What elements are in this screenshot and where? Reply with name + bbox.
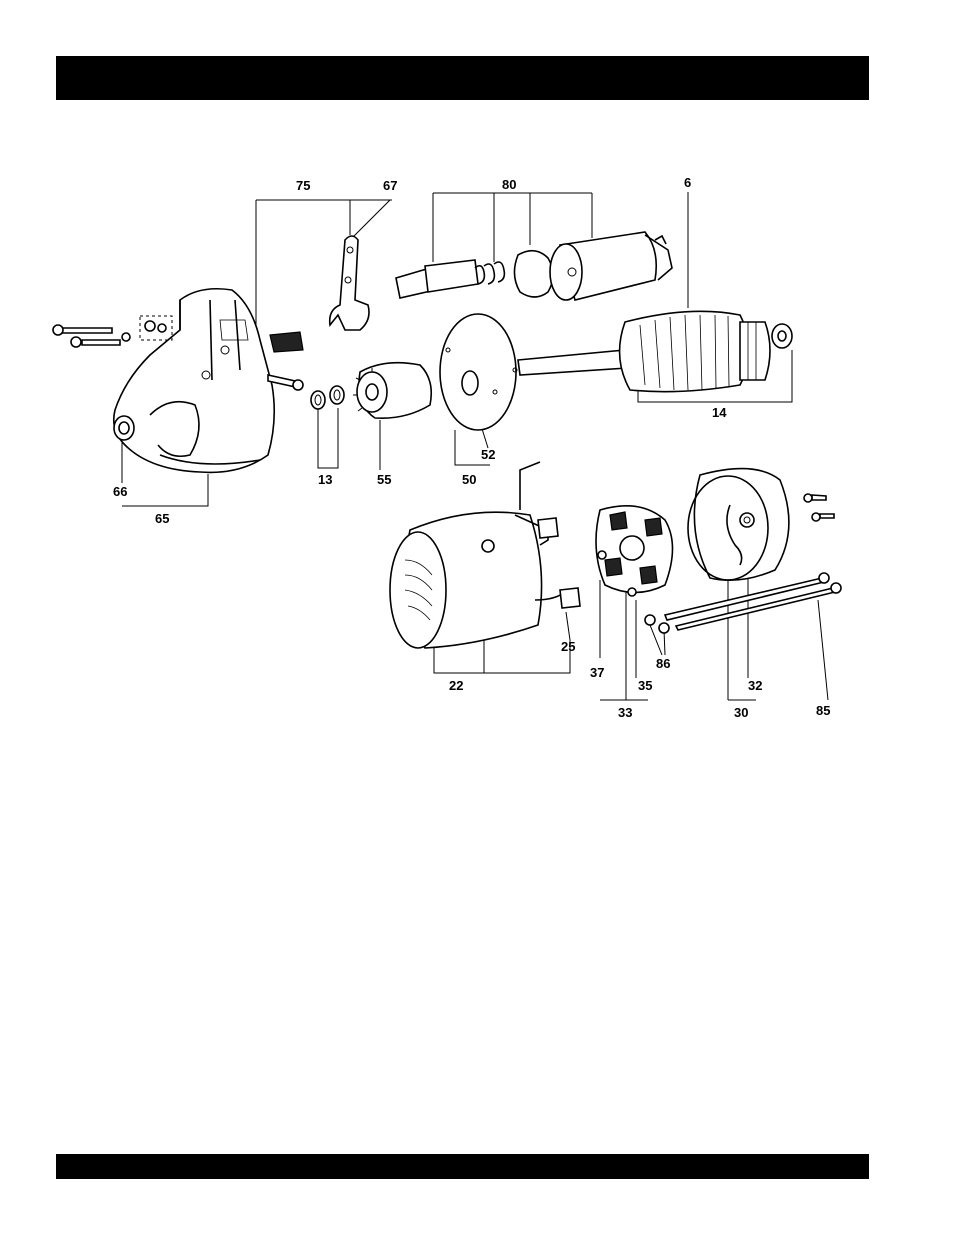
callout-35: 35	[638, 678, 652, 693]
brush-holder-plate	[596, 506, 673, 596]
callout-32: 32	[748, 678, 762, 693]
callout-50: 50	[462, 472, 476, 487]
solenoid-plunger	[396, 251, 553, 298]
footer-bar	[56, 1154, 869, 1179]
callout-85: 85	[816, 703, 830, 718]
commutator-end-cover	[688, 469, 789, 581]
callout-14: 14	[712, 405, 727, 420]
shift-lever	[330, 236, 369, 330]
drive-end-housing	[114, 289, 275, 473]
washers	[311, 386, 344, 409]
callout-55: 55	[377, 472, 391, 487]
callout-37: 37	[590, 665, 604, 680]
callout-75: 75	[296, 178, 310, 193]
callout-52: 52	[481, 447, 495, 462]
cover-screws	[804, 494, 834, 521]
armature	[518, 311, 792, 391]
intermediate-plate	[440, 314, 517, 430]
callout-80: 80	[502, 177, 516, 192]
callout-25: 25	[561, 639, 575, 654]
callout-13: 13	[318, 472, 332, 487]
callout-86: 86	[656, 656, 670, 671]
washers-and-through-bolts	[645, 573, 841, 633]
solenoid-body	[550, 232, 672, 300]
callout-30: 30	[734, 705, 748, 720]
housing-bolts	[53, 316, 172, 347]
callout-6: 6	[684, 175, 691, 190]
callout-67: 67	[383, 178, 397, 193]
shift-fork-pin	[268, 332, 303, 390]
callout-65: 65	[155, 511, 169, 526]
callout-33: 33	[618, 705, 632, 720]
callout-22: 22	[449, 678, 463, 693]
yoke-field-frame	[390, 462, 580, 648]
callout-66: 66	[113, 484, 127, 499]
pinion-drive	[353, 363, 431, 419]
